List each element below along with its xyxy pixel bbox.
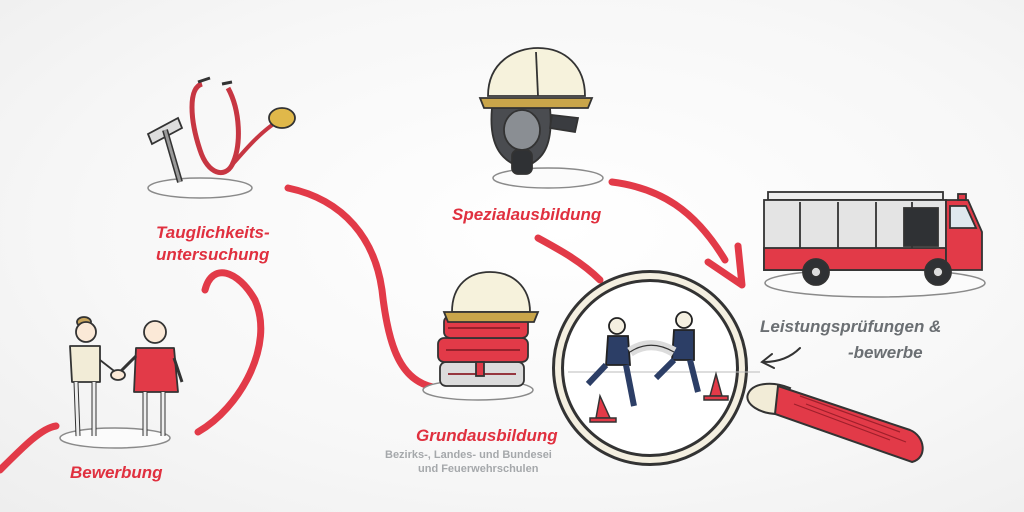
breathing-mask-icon xyxy=(490,107,580,175)
uniform-stack-icon xyxy=(437,315,529,387)
journey-path xyxy=(0,178,729,474)
path-arrowhead xyxy=(704,242,746,289)
magnifier-icon xyxy=(552,270,924,466)
firefighters-hose-icon xyxy=(568,311,760,407)
stethoscope-icon xyxy=(189,76,296,176)
label-spezial: Spezialausbildung xyxy=(452,205,602,224)
leistung-pointer-arrow xyxy=(760,347,801,369)
label-leistung-2: -bewerbe xyxy=(848,343,923,362)
label-grund-sub-1: Bezirks-, Landes- und Bundesei xyxy=(385,449,552,461)
helmet-icon xyxy=(478,47,594,109)
ground-tauglichkeit xyxy=(147,177,253,199)
label-leistung-1: Leistungsprüfungen & xyxy=(760,317,942,336)
label-tauglichkeit-1: Tauglichkeits- xyxy=(156,223,270,242)
label-grund: Grundausbildung xyxy=(416,426,558,445)
label-grund-sub-2: und Feuerwehrschulen xyxy=(418,463,539,475)
ground-spezial xyxy=(492,167,604,189)
helmet-icon xyxy=(442,271,540,323)
fire-truck-icon xyxy=(763,191,983,286)
traffic-cone-icon xyxy=(589,393,617,423)
handshake-icon xyxy=(69,316,184,437)
traffic-cone-icon xyxy=(703,371,729,401)
reflex-hammer-icon xyxy=(146,116,184,183)
label-tauglichkeit-2: untersuchung xyxy=(156,245,270,264)
label-bewerbung: Bewerbung xyxy=(70,463,163,482)
ground-truck xyxy=(764,268,986,298)
